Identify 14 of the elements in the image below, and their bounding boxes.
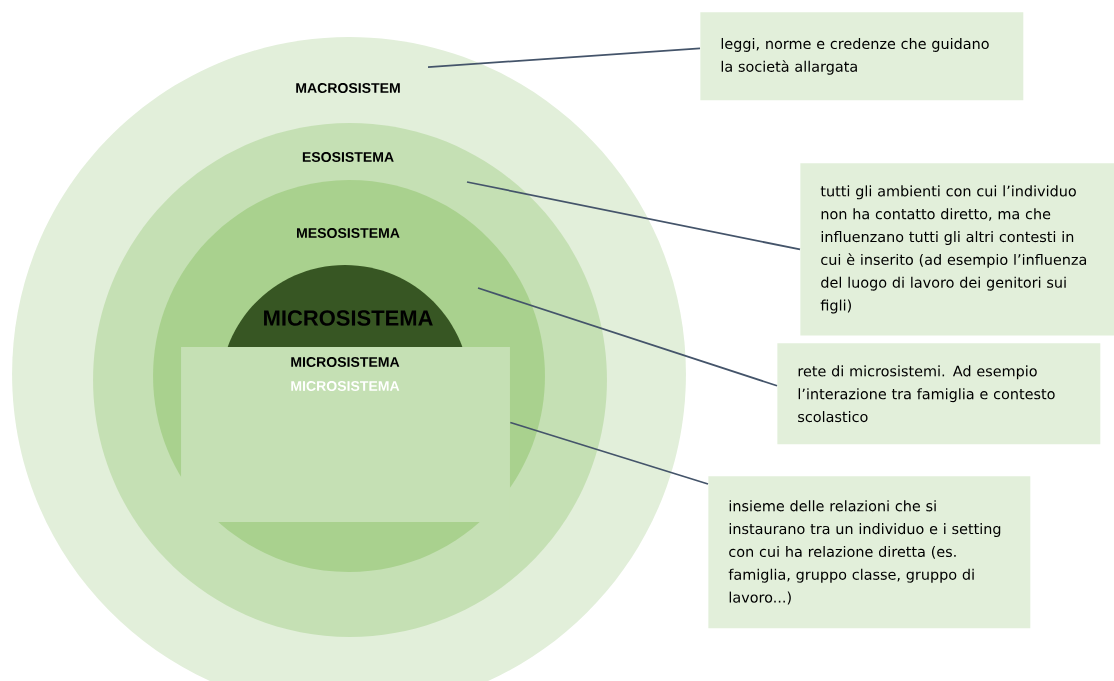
level-label: MESOSISTEMA bbox=[297, 228, 400, 238]
leader-line bbox=[466, 181, 801, 251]
level-label: MICROSISTEMA bbox=[291, 381, 400, 391]
level-label: ESOSISTEMA bbox=[302, 152, 394, 162]
callout-box: insieme delle relazioni che si instaurano tra un individuo e i setting con cui ha relazione diretta (es. famiglia, gruppo classe, gruppo di lavoro...) bbox=[708, 476, 1031, 629]
leader-line bbox=[427, 47, 701, 68]
level-label: MACROSISTEM bbox=[296, 83, 400, 93]
callout-box: rete di microsistemi. Ad esempio l’interazione tra famiglia e contesto scolastico bbox=[777, 343, 1101, 445]
callout-box: tutti gli ambienti con cui l’individuo non ha contatto diretto, ma che influenzano tutti gli altri contesti in cui è inserito (ad esempio l’influenza del luogo di lavoro dei genitori sui figli) bbox=[800, 163, 1114, 336]
leader-line bbox=[509, 421, 709, 485]
level-label: MICROSISTEMA bbox=[264, 310, 433, 326]
level-label: MICROSISTEMA bbox=[291, 357, 400, 367]
callout-box: leggi, norme e credenze che guidano la società allargata bbox=[700, 12, 1024, 101]
leader-line bbox=[477, 287, 778, 387]
